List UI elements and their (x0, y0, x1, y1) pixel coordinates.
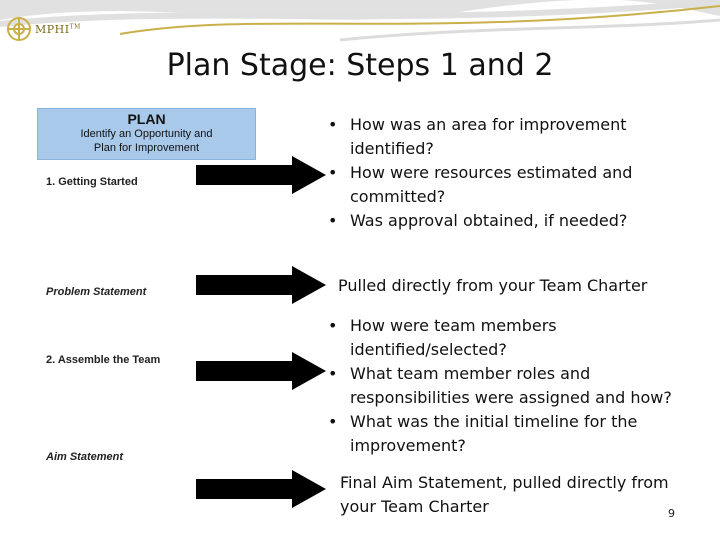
problem-statement-label: Problem Statement (46, 286, 147, 298)
step-getting-started-label: 1. Getting Started (46, 176, 138, 188)
right-arrow-icon (196, 352, 326, 390)
aim-statement-note: Final Aim Statement, pulled directly fro… (340, 473, 669, 516)
plan-subheading-1: Identify an Opportunity and (80, 128, 213, 140)
right-arrow-icon (196, 156, 326, 194)
mphi-logo-icon (7, 17, 31, 41)
step-assemble-team-label: 2. Assemble the Team (46, 354, 161, 366)
bullet-icon: • (328, 412, 338, 431)
bullet-icon: • (328, 115, 338, 134)
plan-header-box: PLAN Identify an Opportunity and Plan fo… (37, 108, 256, 160)
bullet-icon: • (328, 163, 338, 182)
slide-title: Plan Stage: Steps 1 and 2 (166, 48, 554, 83)
aim-statement-label: Aim Statement (46, 451, 124, 463)
right-arrow-icon (196, 266, 326, 304)
list-item: •Was approval obtained, if needed? (328, 209, 708, 233)
problem-statement-note: Pulled directly from your Team Charter (338, 276, 648, 295)
bullet-icon: • (328, 364, 338, 383)
right-arrow-icon (196, 470, 326, 508)
header-decoration-band (0, 0, 720, 48)
page-number: 9 (668, 507, 675, 520)
plan-heading: PLAN (127, 111, 166, 127)
bullet-icon: • (328, 316, 338, 335)
bullet-icon: • (328, 211, 338, 230)
logo-wordmark: MPHITM (35, 22, 81, 36)
plan-subheading-2: Plan for Improvement (93, 142, 200, 154)
mphi-logo: MPHITM (6, 14, 86, 44)
